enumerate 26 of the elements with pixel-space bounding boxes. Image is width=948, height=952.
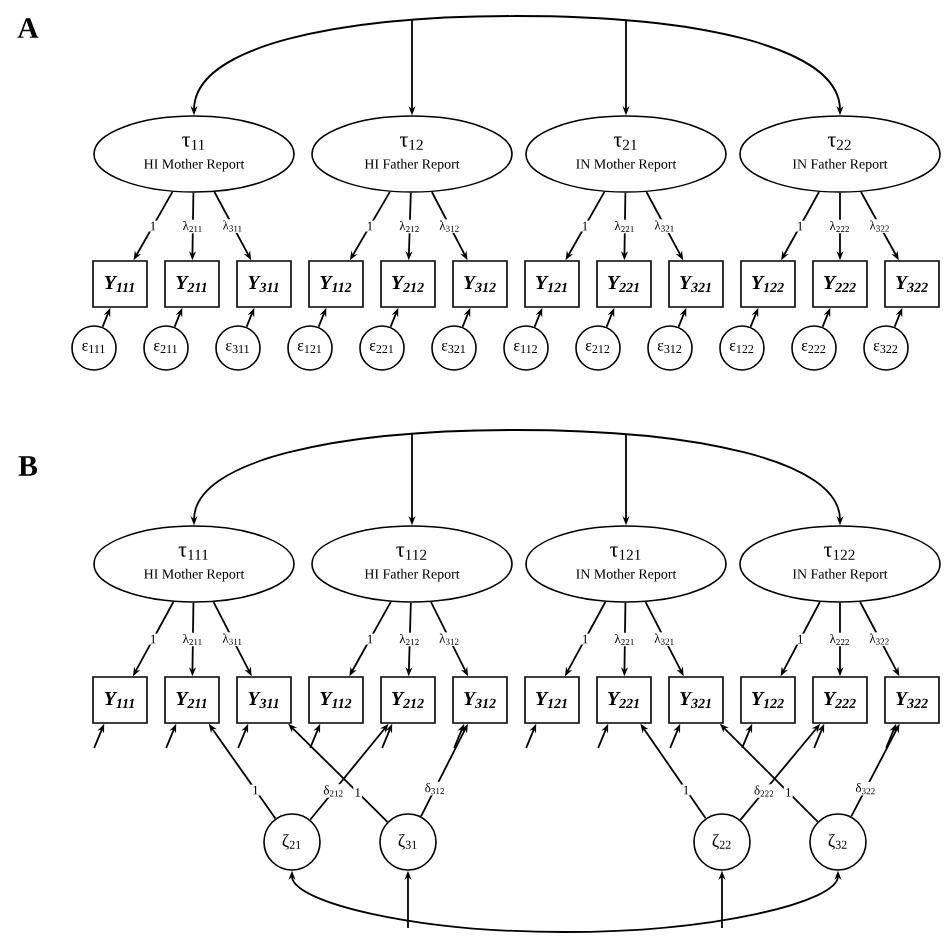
observed-box: Y$_{311}$	[236, 676, 292, 724]
panel-label: A	[17, 18, 39, 38]
observed-box: Y$_{221}$	[596, 260, 652, 308]
observed-box: Y$_{111}$	[92, 260, 148, 308]
observed-box: Y$_{112}$	[308, 260, 364, 308]
observed-box: Y$_{321}$	[668, 260, 724, 308]
observed-box: Y$_{312}$	[452, 260, 508, 308]
observed-box: Y$_{322}$	[884, 260, 940, 308]
panel-label: B	[18, 456, 38, 476]
observed-box: Y$_{211}$	[164, 676, 220, 724]
observed-box: Y$_{312}$	[452, 676, 508, 724]
observed-box: Y$_{112}$	[308, 676, 364, 724]
observed-box: Y$_{222}$	[812, 676, 868, 724]
observed-box: Y$_{222}$	[812, 260, 868, 308]
observed-box: Y$_{211}$	[164, 260, 220, 308]
observed-box: Y$_{121}$	[524, 260, 580, 308]
observed-box: Y$_{321}$	[668, 676, 724, 724]
observed-box: Y$_{111}$	[92, 676, 148, 724]
observed-box: Y$_{322}$	[884, 676, 940, 724]
observed-box: Y$_{122}$	[740, 260, 796, 308]
observed-box: Y$_{212}$	[380, 676, 436, 724]
observed-box: Y$_{122}$	[740, 676, 796, 724]
observed-box: Y$_{221}$	[596, 676, 652, 724]
observed-box: Y$_{212}$	[380, 260, 436, 308]
observed-box: Y$_{311}$	[236, 260, 292, 308]
observed-box: Y$_{121}$	[524, 676, 580, 724]
